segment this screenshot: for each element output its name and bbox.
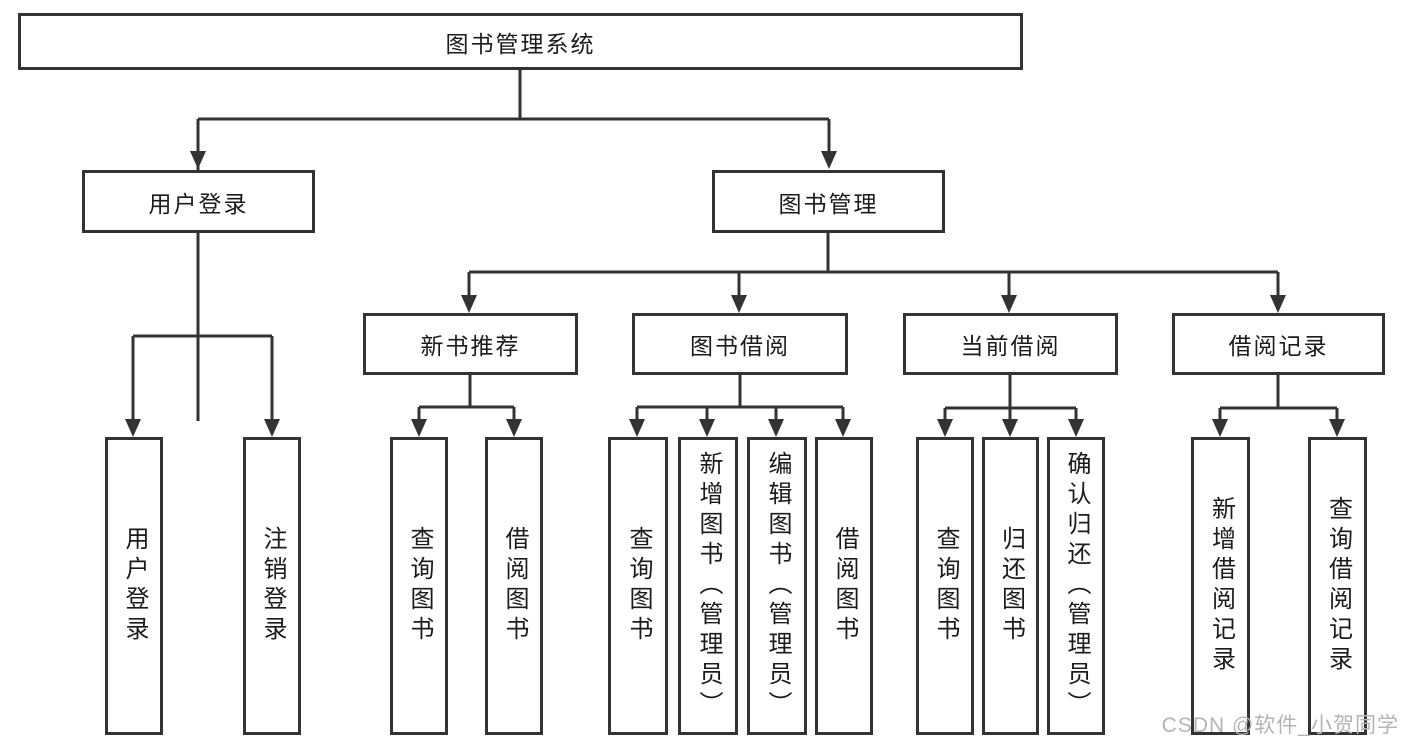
- node-borrow-records-label: 借阅记录: [1228, 333, 1329, 359]
- leaf-confirm-return-admin: 确认归还（管理员）: [1047, 437, 1105, 735]
- leaf-query-books-recommend: 查询图书: [390, 437, 448, 735]
- leaf-logout: 注销登录: [243, 437, 301, 735]
- node-current-borrow-label: 当前借阅: [960, 333, 1061, 359]
- edge-new-book-split: [417, 375, 516, 422]
- edge-current-borrow-split: [943, 375, 1078, 422]
- leaf-query-books-current-label: 查询图书: [932, 526, 959, 646]
- leaf-user-login: 用户登录: [105, 437, 163, 735]
- leaf-edit-book-admin: 编辑图书（管理员）: [747, 437, 807, 735]
- arrowheads: [125, 151, 1345, 437]
- leaf-query-books-borrow-label: 查询图书: [625, 526, 652, 646]
- node-current-borrow: 当前借阅: [903, 313, 1118, 375]
- node-book-management: 图书管理: [712, 170, 945, 233]
- leaf-query-borrow-record: 查询借阅记录: [1308, 437, 1367, 735]
- leaf-return-book-label: 归还图书: [997, 526, 1025, 646]
- edge-user-login-split: [131, 233, 274, 422]
- node-new-book-recommend: 新书推荐: [363, 313, 578, 375]
- edge-borrow-record-split: [1218, 375, 1339, 422]
- leaf-return-book: 归还图书: [982, 437, 1039, 735]
- edge-book-mgmt-split: [467, 233, 1280, 298]
- node-root: 图书管理系统: [18, 13, 1023, 70]
- node-book-borrow-label: 图书借阅: [690, 333, 790, 359]
- leaf-borrow-books-recommend: 借阅图书: [485, 437, 543, 735]
- node-user-login: 用户登录: [82, 170, 315, 233]
- leaf-add-book-admin: 新增图书（管理员）: [678, 437, 738, 735]
- leaf-query-books-borrow: 查询图书: [608, 437, 668, 735]
- node-book-management-label: 图书管理: [778, 190, 879, 217]
- leaf-add-book-admin-label: 新增图书（管理员）: [695, 451, 722, 721]
- leaf-query-borrow-record-label: 查询借阅记录: [1324, 496, 1352, 676]
- node-root-label: 图书管理系统: [445, 30, 596, 57]
- leaf-add-borrow-record-label: 新增借阅记录: [1207, 496, 1235, 676]
- leaf-borrow-books-borrow-label: 借阅图书: [831, 526, 858, 646]
- leaf-borrow-books-recommend-label: 借阅图书: [501, 526, 528, 646]
- node-new-book-recommend-label: 新书推荐: [420, 333, 521, 359]
- node-borrow-records: 借阅记录: [1172, 313, 1385, 375]
- node-user-login-label: 用户登录: [148, 190, 249, 217]
- leaf-query-books-current: 查询图书: [916, 437, 974, 735]
- leaf-user-login-label: 用户登录: [121, 526, 148, 646]
- leaf-borrow-books-borrow: 借阅图书: [815, 437, 873, 735]
- node-book-borrow: 图书借阅: [632, 313, 848, 375]
- edge-root-split: [196, 69, 831, 421]
- leaf-add-borrow-record: 新增借阅记录: [1191, 437, 1250, 735]
- leaf-edit-book-admin-label: 编辑图书（管理员）: [764, 451, 791, 721]
- leaf-query-books-recommend-label: 查询图书: [406, 526, 433, 646]
- leaf-logout-label: 注销登录: [259, 526, 286, 646]
- leaf-confirm-return-admin-label: 确认归还（管理员）: [1063, 451, 1090, 721]
- edge-book-borrow-split: [635, 375, 845, 422]
